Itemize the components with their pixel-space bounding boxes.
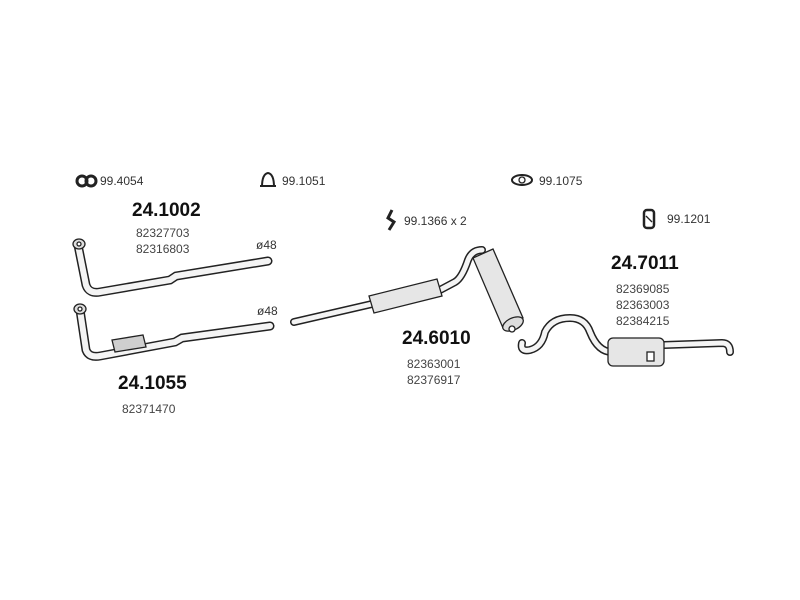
rubber-hanger-icon [386,209,397,231]
u-bolt-clamp-icon [260,171,276,188]
part-number: 24.1002 [132,200,201,221]
oval-gasket-icon [511,174,533,186]
accessory-code: 99.1075 [539,174,583,188]
oem-number: 82384215 [616,314,670,328]
oem-number: 82376917 [407,373,461,387]
front-pipe-24-1002[interactable] [72,238,273,297]
diameter-label: ø48 [256,238,277,252]
oem-numbers: 82327703 82316803 [136,225,189,257]
accessory-code: 99.1201 [667,212,711,226]
accessory-code: 99.1366 x 2 [404,214,467,228]
part-number: 24.6010 [402,328,471,349]
oem-number: 82327703 [136,226,190,240]
oem-numbers: 82369085 82363003 82384215 [616,281,669,329]
double-ring-flange-gasket-icon [75,174,98,188]
diameter-label: ø48 [257,304,278,318]
oem-number: 82369085 [616,282,670,296]
oem-number: 82316803 [136,242,190,256]
oem-number: 82363001 [407,357,461,371]
rear-silencer-24-7011[interactable] [517,313,734,367]
accessory-code: 99.4054 [100,174,144,188]
oem-number: 82363003 [616,298,670,312]
front-pipe-24-1055[interactable] [73,303,275,361]
oem-number: 82371470 [122,402,176,416]
accessory-code: 99.1051 [282,174,326,188]
rubber-mount-icon [642,208,656,230]
part-number: 24.7011 [611,253,679,274]
middle-silencer-24-6010[interactable] [290,246,526,334]
part-number: 24.1055 [118,373,187,394]
oem-numbers: 82371470 [122,401,175,417]
oem-numbers: 82363001 82376917 [407,356,460,388]
